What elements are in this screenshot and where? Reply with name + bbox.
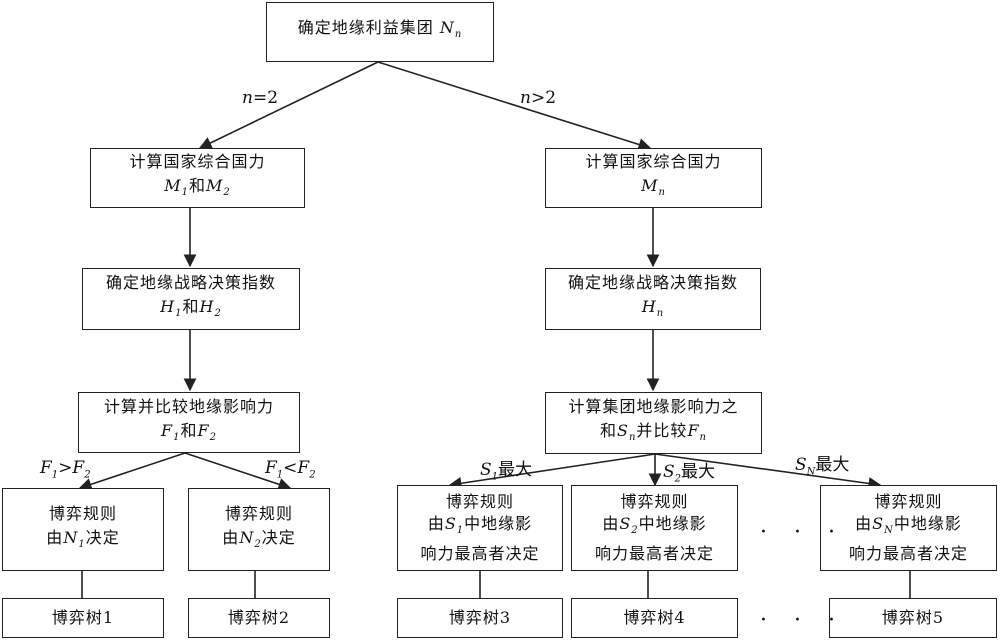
edge-label-f1-gt-f2: F1>F2 xyxy=(40,458,91,481)
edge-label-f1-lt-f2: F1<F2 xyxy=(265,458,316,481)
node-game-tree-1: 博弈树1 xyxy=(2,598,164,638)
node-game-rule-1: 博弈规则 由N1决定 xyxy=(2,488,164,571)
node-game-tree-3: 博弈树3 xyxy=(397,598,563,638)
node-right-strategy-index: 确定地缘战略决策指数 Hn xyxy=(545,268,761,330)
node-game-tree-2: 博弈树2 xyxy=(188,598,330,638)
edge-label-s1-max: S1最大 xyxy=(480,460,533,483)
node-determine-group: 确定地缘利益集团 Nn xyxy=(266,2,494,62)
edge-label-n-eq-2: n=2 xyxy=(242,88,279,108)
node-game-tree-5: 博弈树5 xyxy=(829,598,997,638)
node-game-rule-4: 博弈规则 由S2中地缘影 响力最高者决定 xyxy=(571,485,738,571)
node-game-tree-4: 博弈树4 xyxy=(571,598,738,638)
edge-label-sn-max: SN最大 xyxy=(795,455,850,478)
ellipsis-trees: · · · xyxy=(760,608,845,633)
edge-r3-g3 xyxy=(448,453,656,490)
edge-label-n-gt-2: n>2 xyxy=(520,88,557,108)
edge-top-left xyxy=(198,61,379,149)
edge-l3-g1 xyxy=(78,452,186,491)
node-game-rule-3: 博弈规则 由S1中地缘影 响力最高者决定 xyxy=(397,485,563,571)
node-game-rule-5: 博弈规则 由SN中地缘影 响力最高者决定 xyxy=(820,485,997,571)
node-right-group-influence: 计算集团地缘影响力之 和Sn并比较Fn xyxy=(545,392,762,454)
node-left-strategy-index: 确定地缘战略决策指数 H1和H2 xyxy=(82,268,300,330)
node-left-national-power: 计算国家综合国力 M1和M2 xyxy=(90,148,305,208)
node-right-national-power: 计算国家综合国力 Mn xyxy=(545,148,762,208)
node-left-compare-influence: 计算并比较地缘影响力 F1和F2 xyxy=(78,392,300,453)
ellipsis-rules: · · · xyxy=(760,520,845,545)
node-game-rule-2: 博弈规则 由N2决定 xyxy=(188,488,330,571)
edge-top-right xyxy=(377,61,652,151)
edge-r3-g5 xyxy=(654,453,882,490)
edge-l3-g2 xyxy=(184,452,292,491)
edge-label-s2-max: S2最大 xyxy=(663,462,716,485)
